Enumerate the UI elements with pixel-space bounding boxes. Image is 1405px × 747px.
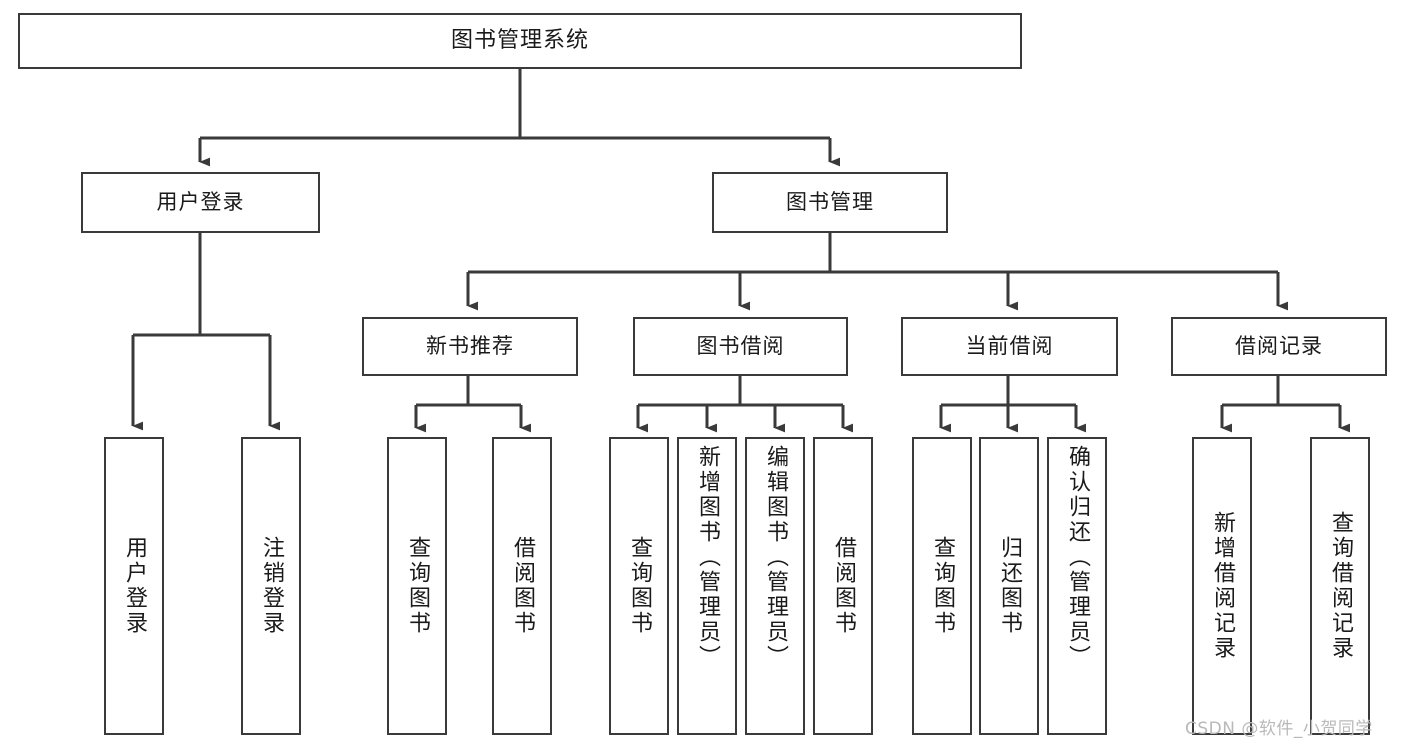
node-label: 借阅图书 (831, 536, 856, 636)
node-label: 用户登录 (156, 189, 245, 214)
node-book-borrow[interactable]: 图书借阅 (633, 317, 848, 376)
node-label: 注销登录 (259, 536, 284, 636)
node-leaf-borrow-book-recommend[interactable]: 借阅图书 (492, 437, 552, 735)
node-leaf-logout-login[interactable]: 注销登录 (241, 437, 301, 735)
node-leaf-confirm-return-admin[interactable]: 确认归还（管理员） (1047, 437, 1107, 735)
node-label: 查询借阅记录 (1328, 511, 1353, 661)
node-label: 借阅记录 (1235, 333, 1323, 358)
node-leaf-user-login[interactable]: 用户登录 (104, 437, 164, 735)
node-leaf-add-book-admin[interactable]: 新增图书（管理员） (677, 437, 737, 735)
node-label: 用户登录 (122, 536, 147, 636)
csdn-watermark: CSDN @软件_小贺同学 (1185, 719, 1373, 739)
node-leaf-add-borrow-record[interactable]: 新增借阅记录 (1192, 437, 1252, 735)
node-book-management[interactable]: 图书管理 (712, 172, 948, 233)
node-leaf-query-book-borrow[interactable]: 查询图书 (609, 437, 669, 735)
node-label: 归还图书 (997, 536, 1022, 636)
node-new-book-recommend[interactable]: 新书推荐 (362, 317, 578, 376)
node-user-login[interactable]: 用户登录 (81, 172, 320, 233)
node-label: 查询图书 (405, 536, 430, 636)
node-leaf-edit-book-admin[interactable]: 编辑图书（管理员） (745, 437, 805, 735)
node-label: 查询图书 (930, 536, 955, 636)
node-label: 当前借阅 (965, 333, 1054, 358)
node-label: 确认归还（管理员） (1065, 445, 1090, 670)
node-label: 图书管理系统 (450, 27, 589, 53)
node-label: 新增借阅记录 (1210, 511, 1235, 661)
node-label: 新书推荐 (426, 333, 514, 358)
node-borrow-record[interactable]: 借阅记录 (1171, 317, 1387, 376)
node-label: 新增图书（管理员） (695, 445, 720, 670)
node-leaf-return-book[interactable]: 归还图书 (979, 437, 1039, 735)
node-label: 编辑图书（管理员） (763, 445, 788, 670)
node-leaf-borrow-book-borrow[interactable]: 借阅图书 (813, 437, 873, 735)
node-leaf-query-borrow-record[interactable]: 查询借阅记录 (1310, 437, 1370, 735)
node-leaf-query-book-current[interactable]: 查询图书 (912, 437, 972, 735)
node-label: 查询图书 (627, 536, 652, 636)
node-label: 图书借阅 (696, 333, 785, 358)
node-label: 借阅图书 (510, 536, 535, 636)
node-leaf-query-book-recommend[interactable]: 查询图书 (387, 437, 447, 735)
node-label: 图书管理 (786, 189, 874, 214)
node-current-borrow[interactable]: 当前借阅 (901, 317, 1118, 376)
node-root-book-management-system[interactable]: 图书管理系统 (18, 13, 1022, 69)
